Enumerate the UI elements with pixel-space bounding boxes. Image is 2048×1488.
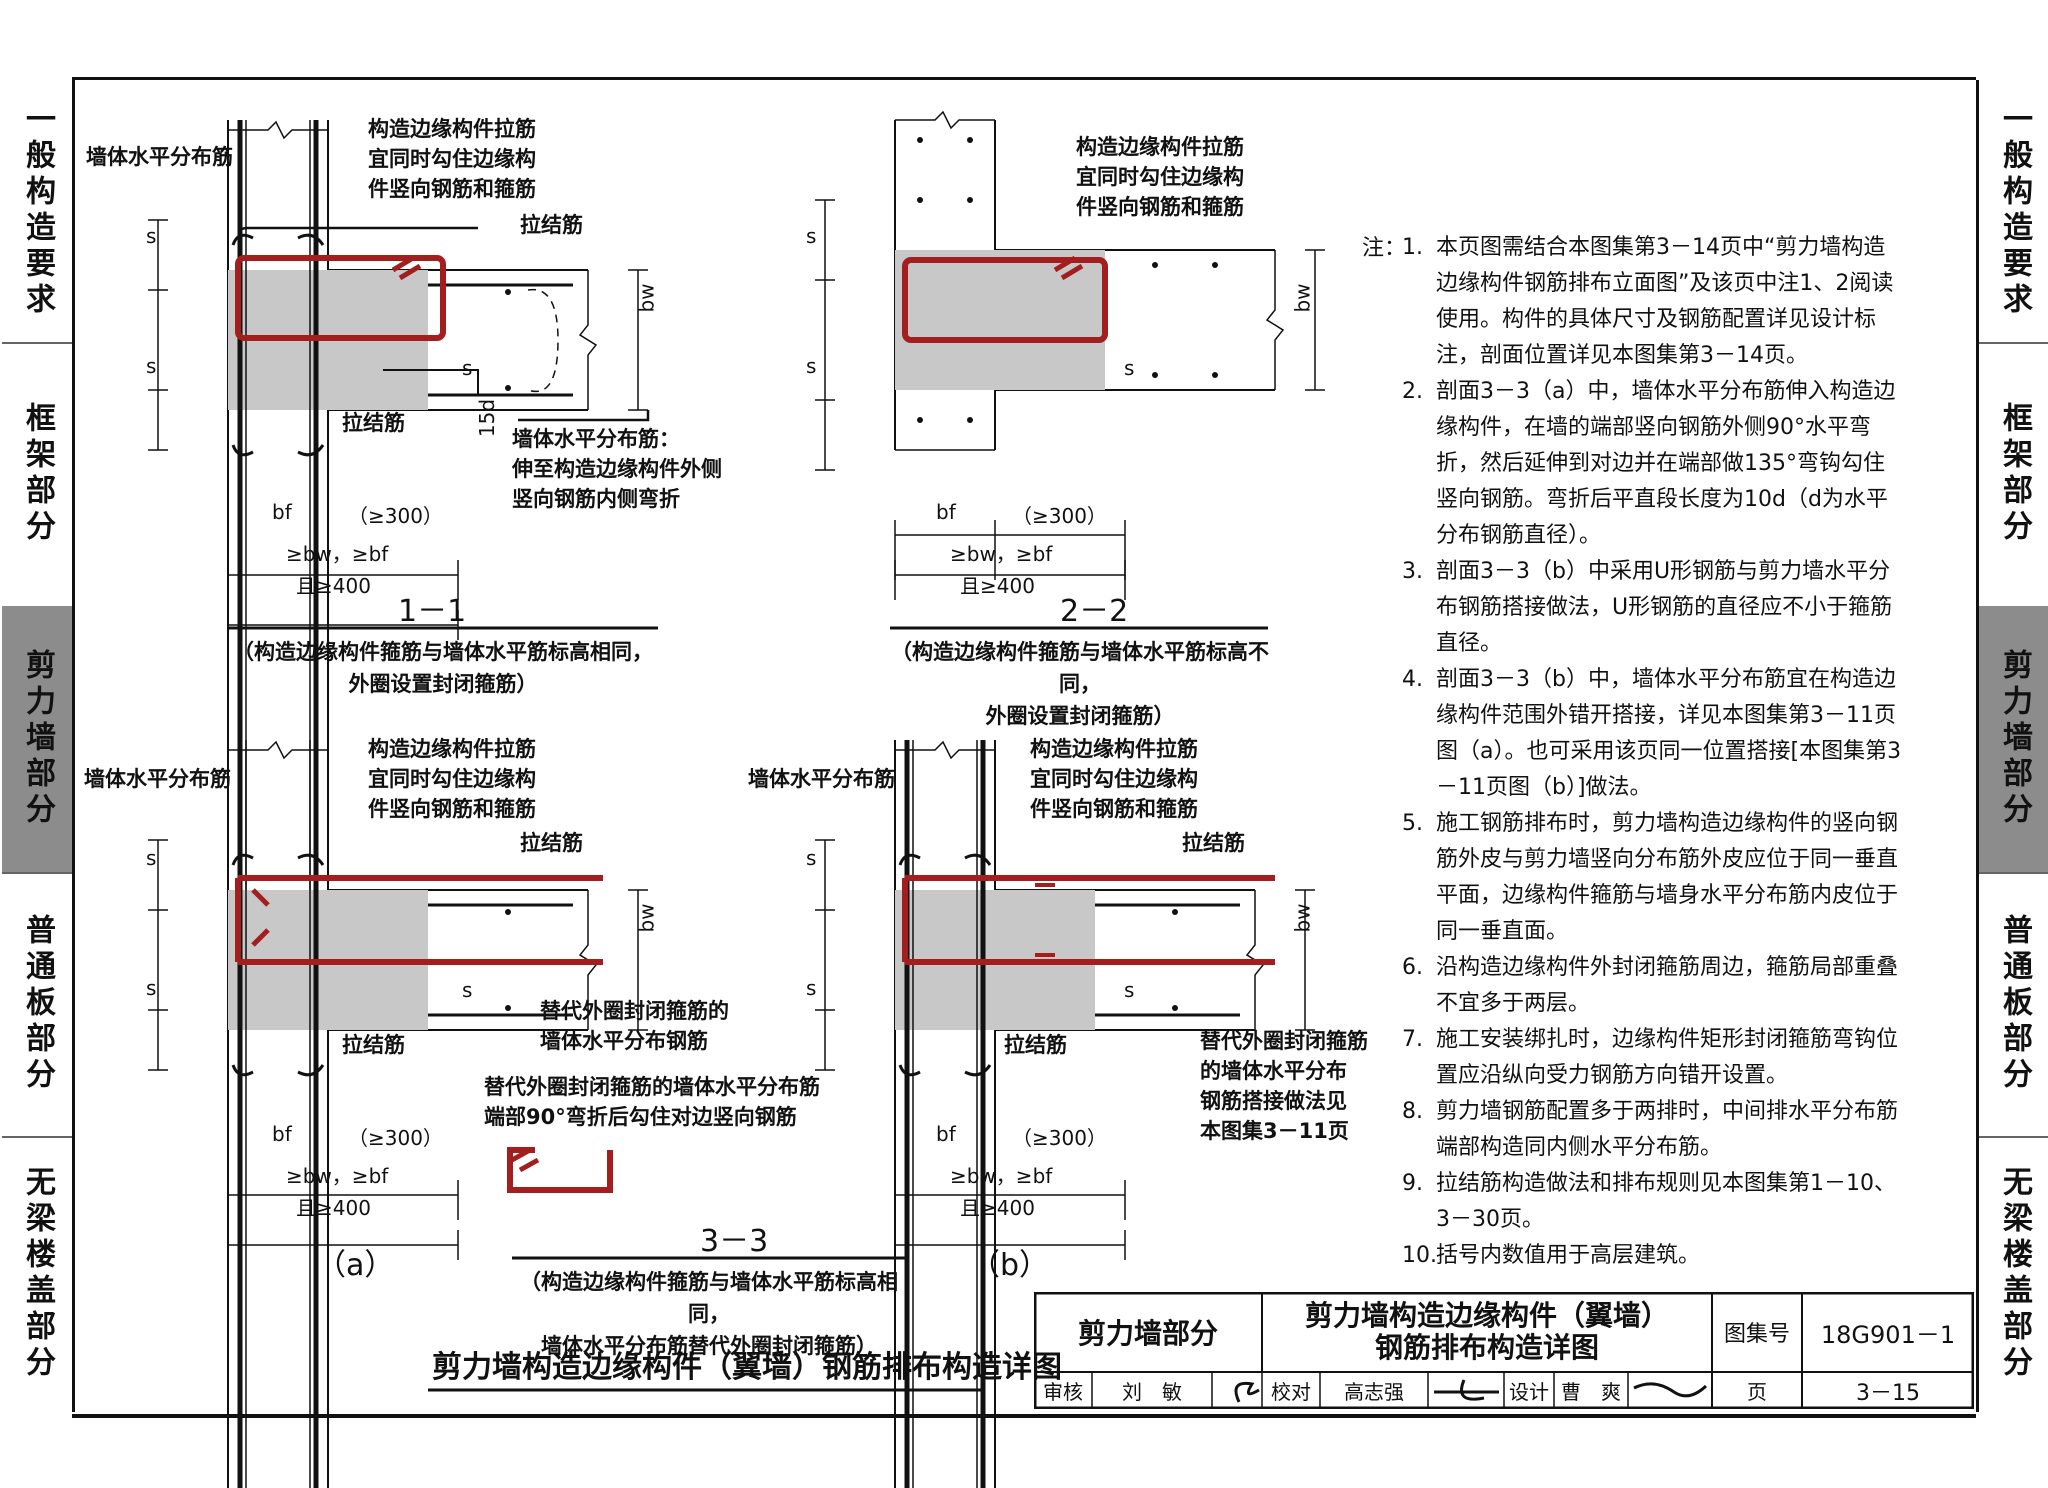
tb-design-label: 设计: [1509, 1380, 1549, 1404]
label-substitute-hoop: 替代外圈封闭箍筋 的墙体水平分布 钢筋搭接做法见 本图集3－11页: [1200, 1029, 1368, 1143]
tab-frame[interactable]: 框架部分: [2, 342, 72, 608]
left-tab-bar: 一般构造要求 框架部分 剪力墙部分 普通板部分 无梁楼盖部分: [2, 80, 75, 1412]
label-tie: 拉结筋: [520, 213, 583, 237]
label-tie: 拉结筋: [520, 831, 583, 855]
dim-bw: bw: [1290, 283, 1315, 313]
tb-checker: 高志强: [1344, 1380, 1404, 1404]
tab-general[interactable]: 一般构造要求: [2, 80, 72, 344]
note-item: 1.本页图需结合本图集第3－14页中“剪力墙构造边缘构件钢筋排布立面图”及该页中…: [1402, 235, 1894, 368]
dim-s: s: [462, 356, 473, 380]
tab-slab[interactable]: 普通板部分: [2, 872, 72, 1138]
tab-frame[interactable]: 框架部分: [1979, 342, 2048, 608]
dim-bf: bf: [272, 1122, 292, 1146]
dim-bf: bf: [936, 500, 956, 524]
tb-page-label: 页: [1747, 1380, 1767, 1404]
dim-ge300: （≥300）: [348, 504, 443, 528]
section-title-a: （a）: [316, 1248, 395, 1283]
dim-s: s: [462, 978, 473, 1002]
label-wall-hbar: 墙体水平分布筋: [86, 145, 233, 169]
tab-shear-wall[interactable]: 剪力墙部分: [2, 606, 72, 874]
dim-s: s: [1124, 978, 1135, 1002]
tab-general[interactable]: 一般构造要求: [1979, 80, 2048, 344]
dim-s: s: [806, 224, 817, 248]
note-item: 7.施工安装绑扎时，边缘构件矩形封闭箍筋弯钩位置应沿纵向受力钢筋方向错开设置。: [1402, 1027, 1899, 1088]
label-tie: 拉结筋: [342, 1033, 405, 1057]
tab-flat-slab[interactable]: 无梁楼盖部分: [20, 1166, 55, 1382]
caption-2-2: （构造边缘构件箍筋与墙体水平筋标高不同， 外圈设置封闭箍筋）: [891, 640, 1269, 728]
dim-bw: bw: [634, 903, 659, 933]
label-tie-note: 构造边缘构件拉筋 宜同时勾住边缘构 件竖向钢筋和箍筋: [368, 737, 536, 821]
dim-ge400: 且≥400: [296, 1196, 371, 1220]
section-title-2-2: 2－2: [1060, 594, 1129, 629]
tb-atlas-label: 图集号: [1723, 1322, 1790, 1347]
tab-slab[interactable]: 普通板部分: [1979, 872, 2048, 1138]
dim-ge300: （≥300）: [1012, 504, 1107, 528]
title-block: 剪力墙部分 剪力墙构造边缘构件（翼墙） 钢筋排布构造详图 图集号 18G901－…: [1034, 1292, 1974, 1409]
note-item: 2.剖面3－3（a）中，墙体水平分布筋伸入构造边缘构件，在墙的端部竖向钢筋外侧9…: [1402, 379, 1896, 548]
tb-section: 剪力墙部分: [1077, 1317, 1218, 1350]
label-substitute-end: 替代外圈封闭箍筋的墙体水平分布筋 端部90°弯折后勾住对边竖向钢筋: [484, 1075, 820, 1129]
section-title-b: （b）: [970, 1248, 1050, 1283]
tb-check-label: 校对: [1271, 1380, 1311, 1404]
dim-ge300: （≥300）: [348, 1126, 443, 1150]
dim-ge-bw-bf: ≥bw，≥bf: [286, 1164, 389, 1188]
note-item: 9.拉结筋构造做法和排布规则见本图集第1－10、3－30页。: [1402, 1171, 1896, 1232]
notes-head: 注：: [1362, 236, 1407, 261]
caption-1-1: （构造边缘构件箍筋与墙体水平筋标高相同， 外圈设置封闭箍筋）: [233, 640, 653, 696]
label-tie: 拉结筋: [1182, 831, 1245, 855]
label-substitute-hbar: 替代外圈封闭箍筋的 墙体水平分布钢筋: [540, 999, 729, 1053]
label-wall-hbar: 墙体水平分布筋: [748, 767, 895, 791]
dim-bf: bf: [936, 1122, 956, 1146]
label-wall-hbar: 墙体水平分布筋: [84, 767, 231, 791]
section-title-3-3: 3－3: [700, 1224, 769, 1259]
drawing-frame: [72, 77, 1976, 1418]
dim-bw: bw: [634, 283, 659, 313]
tb-designer: 曹 爽: [1561, 1380, 1621, 1404]
section-title-1-1: 1－1: [398, 594, 467, 629]
label-tie-note: 构造边缘构件拉筋 宜同时勾住边缘构 件竖向钢筋和箍筋: [1076, 135, 1244, 219]
tb-reviewer: 刘 敏: [1122, 1380, 1182, 1404]
label-tie: 拉结筋: [1004, 1033, 1067, 1057]
dim-ge400: 且≥400: [296, 574, 371, 598]
tab-flat-slab[interactable]: 无梁楼盖部分: [1997, 1166, 2032, 1382]
dim-ge400: 且≥400: [960, 574, 1035, 598]
dim-s: s: [146, 354, 157, 378]
note-item: 3.剖面3－3（b）中采用U形钢筋与剪力墙水平分布钢筋搭接做法，U形钢筋的直径应…: [1402, 559, 1893, 656]
tb-atlas-no: 18G901－1: [1820, 1320, 1956, 1349]
note-item: 10.括号内数值用于高层建筑。: [1402, 1243, 1701, 1268]
dim-s: s: [146, 976, 157, 1000]
tb-page-no: 3－15: [1856, 1380, 1920, 1406]
notes-list: 1.本页图需结合本图集第3－14页中“剪力墙构造边缘构件钢筋排布立面图”及该页中…: [1362, 230, 1902, 1274]
dim-s: s: [146, 224, 157, 248]
dim-bf: bf: [272, 500, 292, 524]
dim-ge-bw-bf: ≥bw，≥bf: [950, 1164, 1053, 1188]
dim-s: s: [806, 354, 817, 378]
page-title: 剪力墙构造边缘构件（翼墙）钢筋排布构造详图: [432, 1350, 1062, 1385]
dim-s: s: [806, 846, 817, 870]
dim-ge-bw-bf: ≥bw，≥bf: [950, 542, 1053, 566]
caption-3-3: （构造边缘构件箍筋与墙体水平筋标高相同， 墙体水平分布筋替代外圈封闭箍筋）: [520, 1270, 898, 1358]
note-item: 6.沿构造边缘构件外封闭箍筋周边，箍筋局部重叠不宜多于两层。: [1402, 955, 1899, 1016]
dim-s: s: [146, 846, 157, 870]
tb-review-label: 审核: [1043, 1380, 1083, 1404]
tab-shear-wall[interactable]: 剪力墙部分: [1979, 606, 2048, 874]
right-tab-bar: 一般构造要求 框架部分 剪力墙部分 普通板部分 无梁楼盖部分: [1976, 80, 2048, 1412]
tb-drawing-title: 剪力墙构造边缘构件（翼墙） 钢筋排布构造详图: [1304, 1299, 1669, 1364]
label-tie-note: 构造边缘构件拉筋 宜同时勾住边缘构 件竖向钢筋和箍筋: [368, 117, 536, 201]
dim-bw: bw: [1290, 903, 1315, 933]
dim-15d: 15d: [475, 398, 500, 438]
note-item: 4.剖面3－3（b）中，墙体水平分布筋宜在构造边缘构件范围外错开搭接，详见本图集…: [1402, 667, 1902, 800]
dim-s: s: [806, 976, 817, 1000]
dim-s: s: [1124, 356, 1135, 380]
dim-ge400: 且≥400: [960, 1196, 1035, 1220]
note-item: 8.剪力墙钢筋配置多于两排时，中间排水平分布筋端部构造同内侧水平分布筋。: [1402, 1099, 1899, 1160]
label-tie-note: 构造边缘构件拉筋 宜同时勾住边缘构 件竖向钢筋和箍筋: [1030, 737, 1198, 821]
dim-ge300: （≥300）: [1012, 1126, 1107, 1150]
label-hbar-fold: 墙体水平分布筋： 伸至构造边缘构件外侧 竖向钢筋内侧弯折: [512, 427, 722, 511]
dim-ge-bw-bf: ≥bw，≥bf: [286, 542, 389, 566]
note-item: 5.施工钢筋排布时，剪力墙构造边缘构件的竖向钢筋外皮与剪力墙竖向分布筋外皮应位于…: [1402, 811, 1899, 944]
label-tie: 拉结筋: [342, 411, 405, 435]
